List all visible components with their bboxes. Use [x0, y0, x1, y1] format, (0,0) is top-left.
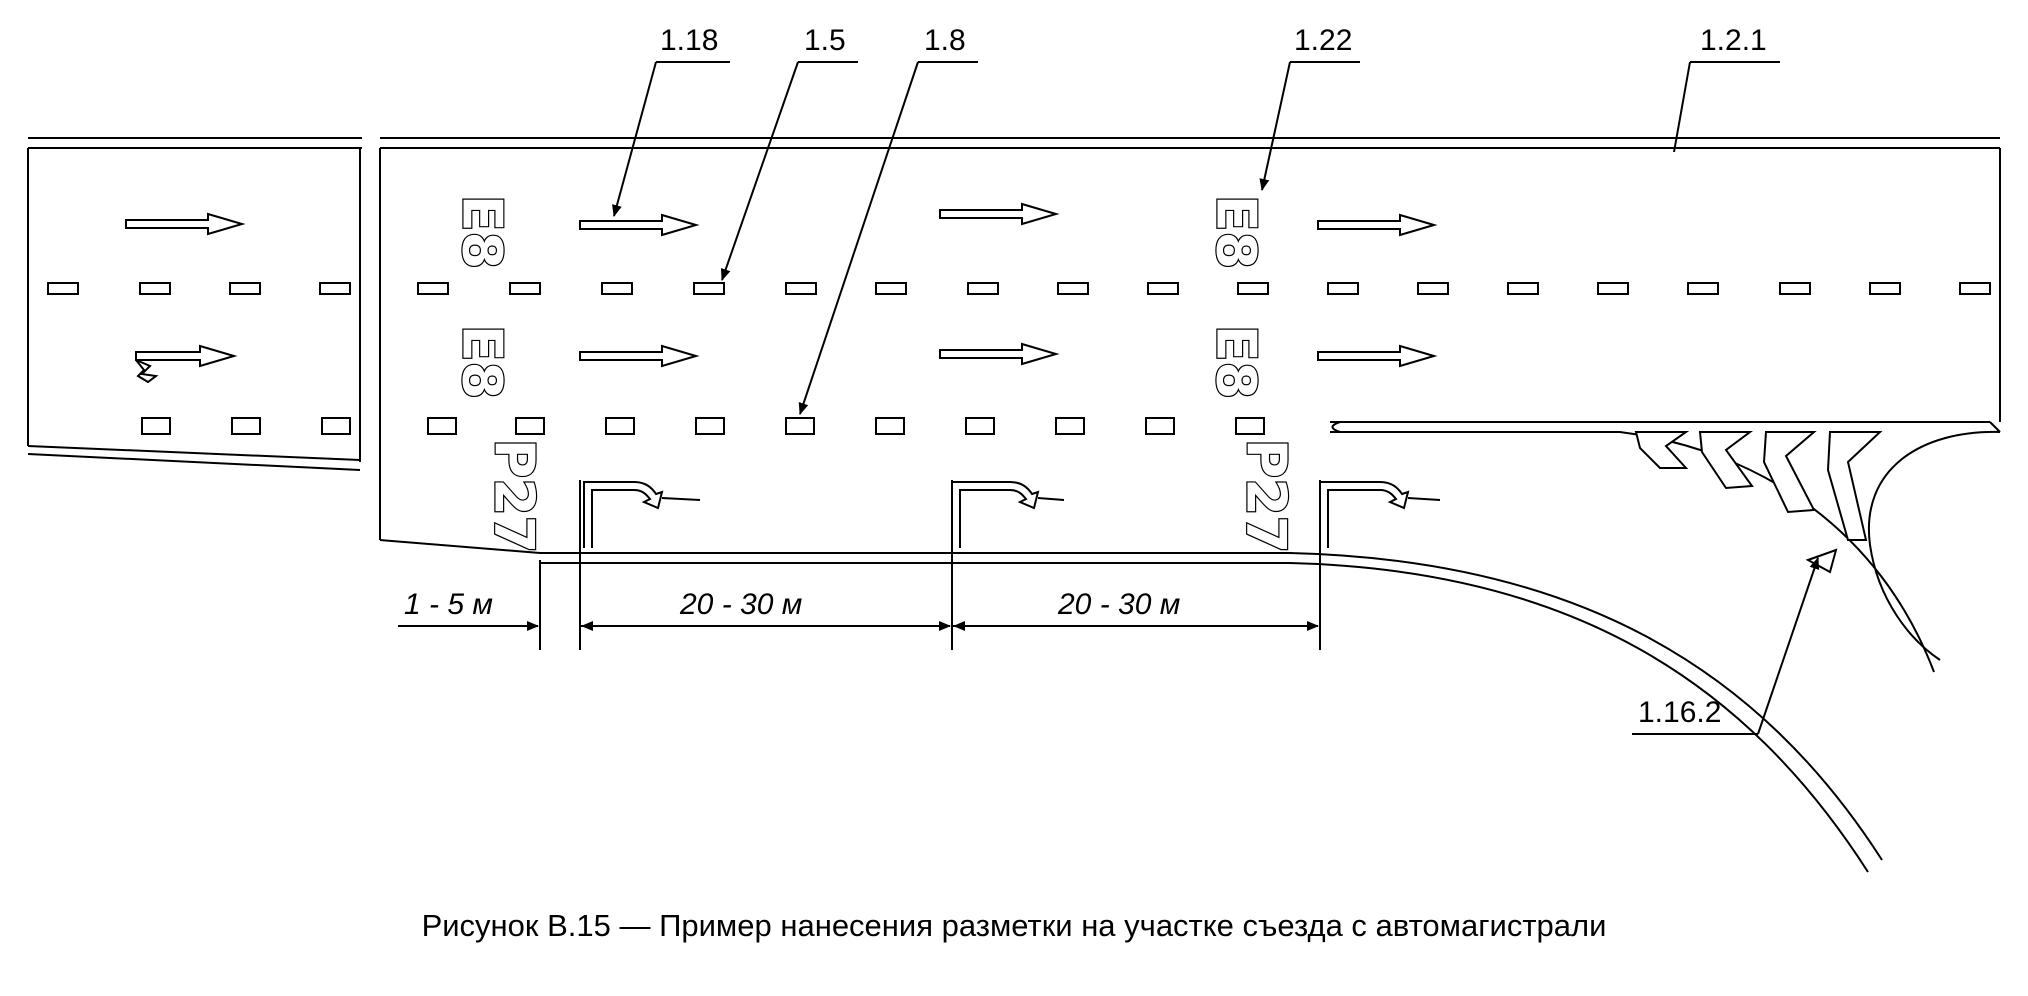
- road-text-e8-1: E8: [450, 195, 513, 269]
- callout-1-16-2: 1.16.2: [1638, 696, 1721, 729]
- callout-1-8: 1.8: [924, 24, 966, 57]
- callout-1-22: 1.22: [1294, 24, 1352, 57]
- exit-arrow-3: [1319, 481, 1410, 548]
- arrow-mid1-mid: [579, 344, 700, 368]
- callout-1-18: 1.18: [660, 24, 718, 57]
- arrow-left-mid: [135, 344, 238, 368]
- callout-leaders: [612, 61, 1820, 735]
- arrow-left-exit-branch: [135, 359, 159, 384]
- lane-line-1-5: [47, 282, 1991, 295]
- callout-1-2-1: 1.2.1: [1700, 24, 1767, 57]
- dim-label-20-30m-b: 20 - 30 м: [1057, 588, 1180, 621]
- gore-chevrons: [1634, 431, 1883, 574]
- road-text-group: E8 E8 P27 E8 E8 P27: [449, 194, 1298, 555]
- dimension-labels: 1 - 5 м 20 - 30 м 20 - 30 м: [404, 588, 1180, 621]
- arrow-right-mid: [1317, 344, 1438, 368]
- dim-label-1-5m: 1 - 5 м: [404, 588, 493, 621]
- road-text-e8-2: E8: [450, 325, 513, 399]
- callout-1-5: 1.5: [804, 24, 846, 57]
- arrow-left-top: [125, 212, 246, 236]
- road-text-p27-1: P27: [482, 439, 545, 554]
- callout-labels: 1.18 1.5 1.8 1.22 1.2.1 1.16.2: [660, 24, 1767, 729]
- road-text-e8-3: E8: [1204, 195, 1267, 269]
- exit-arrow-2: [951, 481, 1040, 548]
- road-text-e8-4: E8: [1204, 325, 1267, 399]
- straight-arrows: [125, 202, 1438, 384]
- arrow-mid2-mid: [939, 342, 1060, 366]
- dimension-lines: [398, 480, 1321, 650]
- exit-arrow-1: [583, 481, 664, 548]
- main-road-outline: [379, 137, 2001, 873]
- road-text-p27-2: P27: [1234, 439, 1297, 554]
- dim-label-20-30m-a: 20 - 30 м: [679, 588, 802, 621]
- figure-caption: Рисунок В.15 — Пример нанесения разметки…: [421, 908, 1607, 943]
- arrow-right-top: [1317, 213, 1438, 237]
- left-road-section: [27, 137, 362, 471]
- lane-line-1-8: [141, 417, 1265, 435]
- arrow-mid1-top: [579, 213, 700, 237]
- exit-arrows: [583, 481, 1441, 548]
- arrow-mid2-top: [939, 202, 1060, 226]
